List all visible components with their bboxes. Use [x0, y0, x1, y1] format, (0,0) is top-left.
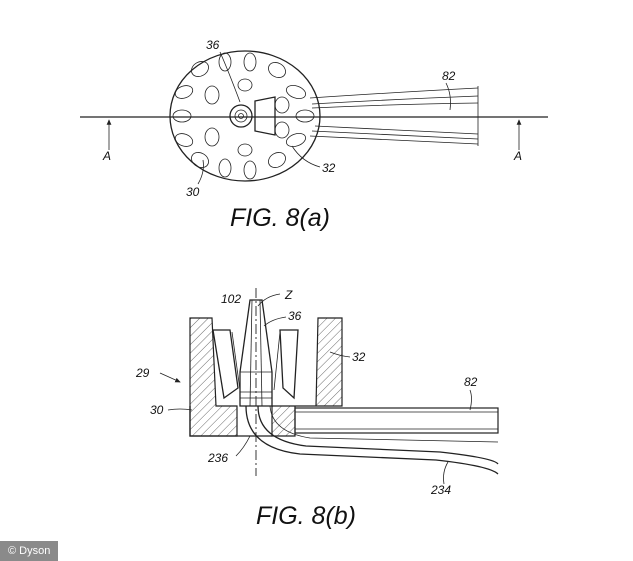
leader-236 — [235, 435, 251, 457]
leader-30a — [197, 159, 204, 185]
curved-tubes — [245, 405, 499, 475]
fig-8a: A A — [80, 38, 548, 232]
label-30b: 30 — [150, 403, 164, 417]
label-z: Z — [284, 288, 293, 302]
label-29: 29 — [135, 366, 150, 380]
label-82a: 82 — [442, 69, 456, 83]
label-32a: 32 — [322, 161, 336, 175]
leader-30b — [167, 408, 193, 411]
leader-36a — [219, 51, 241, 103]
inner-taper-left — [212, 329, 239, 400]
caption-fig-8a: FIG. 8(a) — [230, 204, 330, 232]
tube-bundle-82 — [309, 86, 479, 146]
leader-32b — [329, 351, 351, 358]
label-102: 102 — [221, 292, 241, 306]
label-a-right: A — [513, 149, 522, 163]
credit-badge: © Dyson — [0, 541, 59, 561]
label-a-left: A — [102, 149, 111, 163]
leader-z — [257, 293, 281, 307]
inner-taper-right — [279, 329, 299, 400]
label-234: 234 — [430, 483, 451, 497]
label-236: 236 — [207, 451, 228, 465]
label-30a: 30 — [186, 185, 200, 199]
leader-82a — [445, 82, 451, 111]
leader-82b — [469, 389, 472, 411]
label-82b: 82 — [464, 375, 478, 389]
central-nozzle-36 — [229, 96, 276, 136]
label-32b: 32 — [352, 350, 366, 364]
body-right-section — [271, 317, 343, 437]
label-36b: 36 — [288, 309, 302, 323]
body-30 — [169, 50, 321, 182]
leader-32a — [291, 145, 321, 168]
leader-234 — [443, 461, 449, 485]
label-36a: 36 — [206, 38, 220, 52]
arrow-29 — [159, 372, 181, 383]
caption-fig-8b: FIG. 8(b) — [256, 502, 356, 530]
fig-8b: 102 Z 36 32 29 30 82 236 234 FIG. 8(b) — [135, 288, 499, 530]
leader-36b — [263, 316, 287, 327]
base-plate — [189, 406, 272, 437]
tube-82 — [294, 407, 499, 434]
